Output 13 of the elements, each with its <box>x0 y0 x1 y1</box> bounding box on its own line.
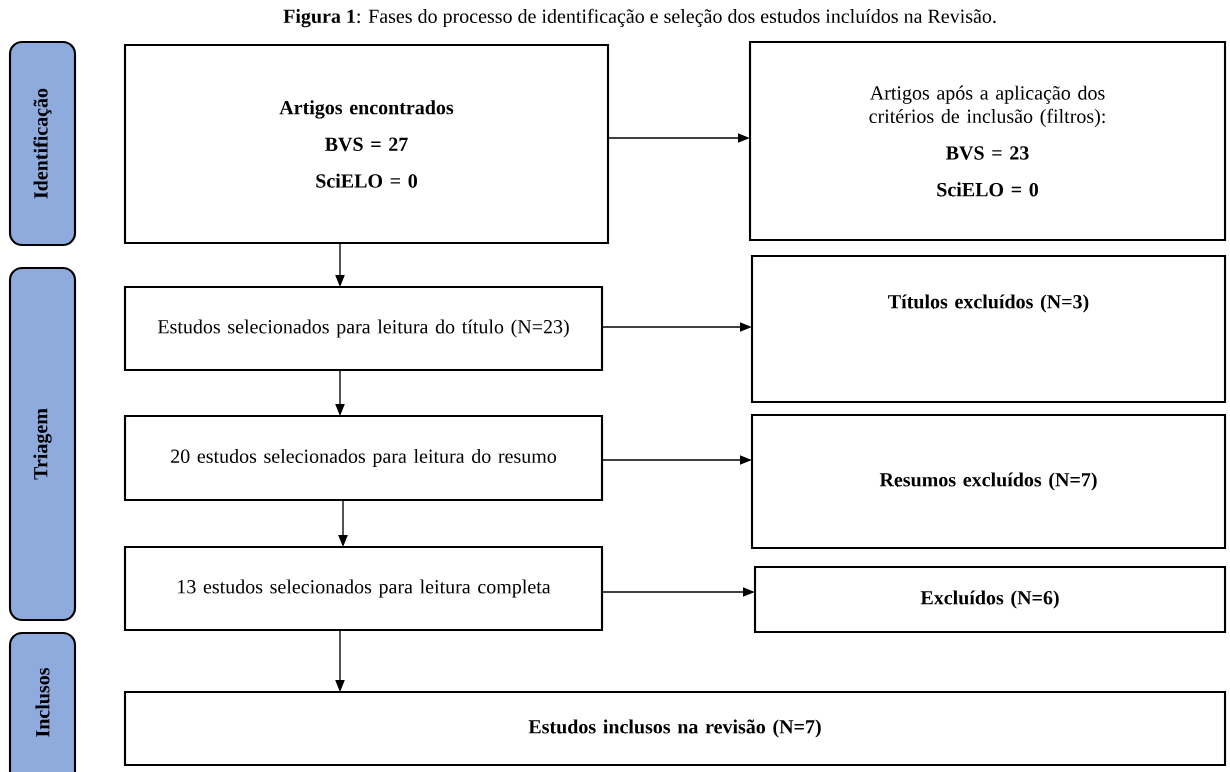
process-box: Artigos encontrados BVS = 27 SciELO = 0 <box>123 43 610 245</box>
figure-title: Figura 1: Fases do processo de identificação e seleção dos estudos incluídos na Revisão. <box>283 8 996 28</box>
process-box: Resumos excluídos (N=7) <box>750 413 1227 550</box>
process-box: Estudos inclusos na revisão (N=7) <box>123 690 1227 767</box>
phase-band: Identificação <box>8 40 77 247</box>
process-box: Estudos selecionados para leitura do título (N=23) <box>123 285 604 372</box>
process-box: 20 estudos selecionados para leitura do resumo <box>123 414 604 502</box>
phase-band: Inclusos <box>8 631 77 772</box>
phase-band: Triagem <box>8 266 77 622</box>
process-box: Títulos excluídos (N=3) <box>750 254 1227 404</box>
process-box: 13 estudos selecionados para leitura completa <box>123 545 604 632</box>
process-box: Artigos após a aplicação dos critérios de inclusão (filtros): BVS = 23 SciELO = 0 <box>748 40 1227 242</box>
process-box: Excluídos (N=6) <box>753 565 1227 634</box>
